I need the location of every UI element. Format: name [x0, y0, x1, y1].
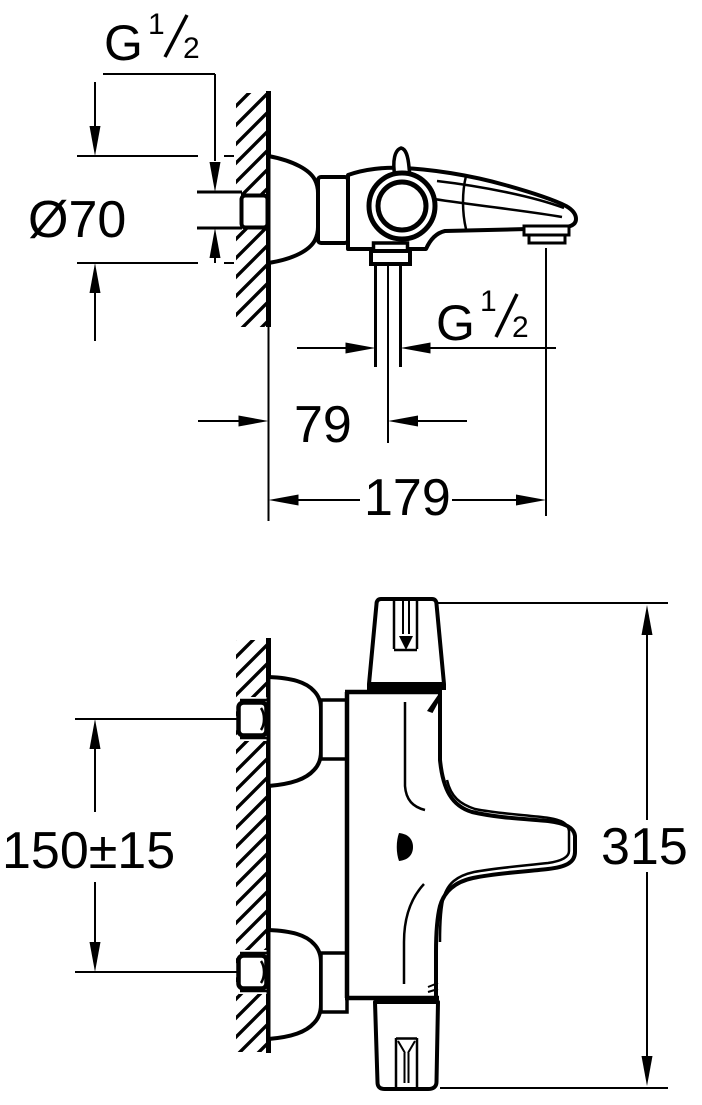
dim-outlet-thread-den: 2	[512, 311, 529, 344]
diverter-arrow-mark	[399, 636, 413, 650]
temperature-knob	[373, 1000, 440, 1091]
temperature-slot	[394, 1037, 419, 1087]
aerator-lower	[527, 233, 567, 245]
dim-inlet-height: 150±15	[2, 718, 238, 973]
dim-top-thread: G 1 2	[103, 8, 221, 263]
handle-ring-inner	[375, 179, 429, 233]
arrowhead-left	[400, 342, 431, 354]
fraction-slash	[163, 14, 189, 58]
dim-wall-to-outlet: 79	[198, 396, 467, 454]
dim-top-thread-g: G	[104, 15, 143, 71]
arrowhead-down	[89, 942, 101, 972]
arrowhead-right	[516, 494, 546, 506]
spout-outline	[434, 690, 577, 999]
wall-union-top	[236, 675, 349, 788]
shower-outlet-pipe	[374, 264, 402, 367]
dim-escutcheon-diameter: Ø70	[28, 82, 234, 341]
escutcheon-front	[266, 675, 323, 788]
dim-overall-height: 315	[437, 602, 688, 1089]
union-adapter	[319, 698, 349, 761]
nut-contour-arc	[259, 707, 266, 731]
dim-wall-to-spout: 1 79	[268, 248, 547, 527]
dim-escutcheon-label: Ø70	[28, 191, 126, 249]
arrowhead-down	[641, 1056, 653, 1086]
dim-top-thread-num: 1	[148, 8, 165, 41]
inlet-square-nut	[239, 193, 270, 230]
temperature-mark	[397, 1040, 416, 1083]
arrowhead-up	[89, 263, 101, 293]
fraction-slash	[494, 293, 519, 338]
arrowhead-up	[209, 228, 221, 258]
square-nut-front	[236, 700, 269, 738]
dim-top-thread-den: 2	[183, 32, 200, 65]
arrowhead-left	[388, 415, 418, 427]
handle-lever	[392, 146, 412, 179]
inlet-pipe	[197, 190, 242, 230]
dim-315-label: 315	[601, 818, 688, 876]
arrowhead-down	[209, 162, 221, 192]
arrowhead-up	[89, 719, 101, 749]
outlet-collar-lower	[369, 249, 412, 266]
dim-outlet-thread-g: G	[436, 295, 475, 351]
arrowhead-left	[268, 494, 299, 506]
body-contour-upper	[403, 702, 426, 812]
dim-outlet-thread-num: 1	[480, 285, 497, 318]
arrowhead-right	[345, 342, 376, 354]
union-flange-lines	[240, 698, 268, 740]
side-view: G 1 2 Ø70 G 1 2	[28, 8, 578, 527]
indicator-tick-bottom	[427, 982, 439, 993]
center-lines	[75, 718, 238, 973]
spout-contour-upper	[436, 179, 565, 210]
diverter-slot-stem	[402, 601, 410, 634]
dim-79-label: 79	[294, 396, 352, 454]
diverter-slot	[392, 601, 419, 652]
front-view: 150±15 315	[2, 597, 688, 1091]
body-contour-line	[461, 175, 468, 230]
spout-outlet-mark	[396, 833, 413, 861]
leader-line	[103, 73, 216, 161]
inlet-pipe-fill	[197, 190, 241, 230]
spout-contour-mid	[433, 197, 563, 219]
arrowhead-right	[238, 415, 269, 427]
escutcheon-side	[266, 154, 320, 265]
spout-inner-line	[438, 779, 571, 943]
dim-150-label: 150±15	[2, 822, 175, 880]
indicator-tick-top	[427, 695, 438, 713]
body-contour-lower	[402, 883, 425, 984]
dim-179-label: 179	[364, 469, 451, 527]
arrowhead-down	[89, 126, 101, 156]
union-nut-side	[316, 175, 350, 245]
arrowhead-up	[641, 605, 653, 635]
extension-lines	[437, 602, 668, 1089]
dim-outlet-thread: G 1 2	[297, 285, 556, 354]
